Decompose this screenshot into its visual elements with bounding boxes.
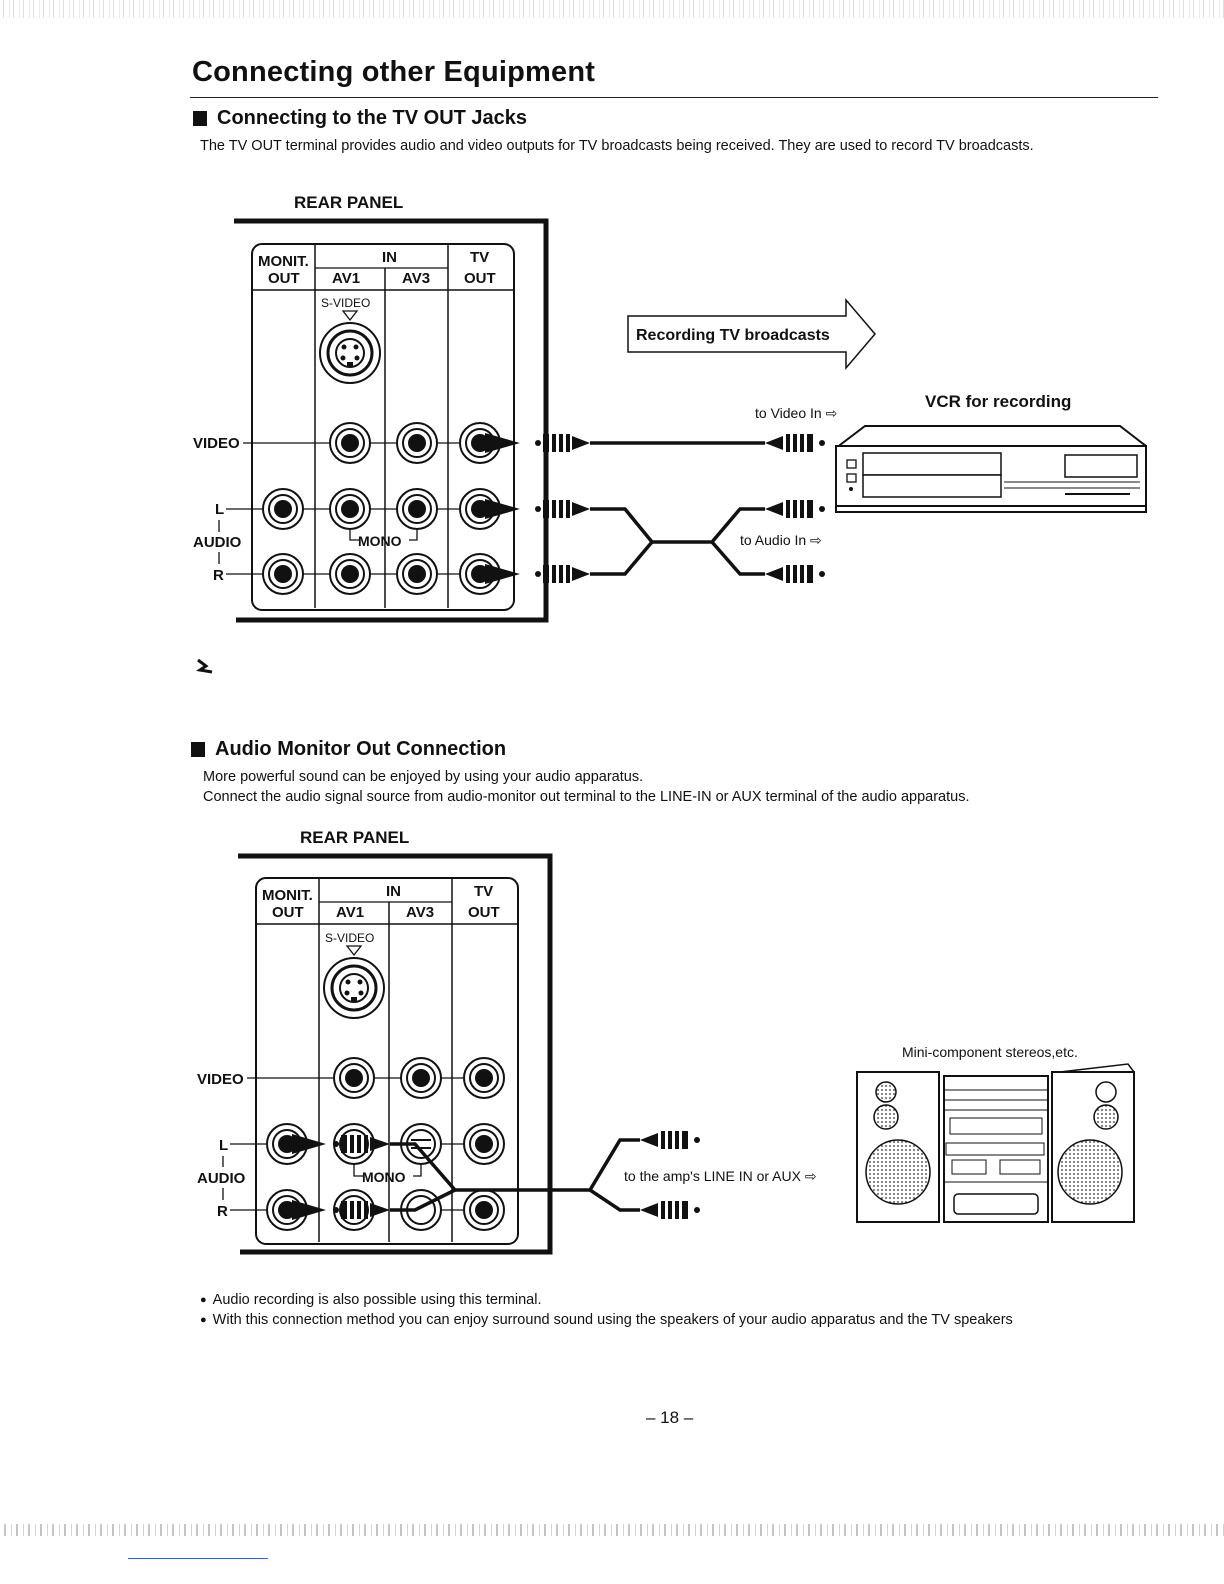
section-audio-description-1: More powerful sound can be enjoyed by us… [203, 769, 644, 785]
audio-cable-l [590, 507, 765, 544]
jack-av1-video-2 [333, 1057, 375, 1099]
row-label-audio: AUDIO [193, 534, 242, 551]
to-audio-in-label: to Audio In ⇨ [740, 532, 822, 548]
tv-out-diagram: REAR PANEL MONIT. OUT IN AV1 AV3 TV OUT … [193, 193, 1147, 674]
header-tv-out-2: OUT [468, 904, 500, 921]
mono-label-2: MONO [362, 1169, 406, 1185]
notes-list: Audio recording is also possible using t… [200, 1290, 1013, 1330]
row-label-video-2: VIDEO [197, 1071, 244, 1088]
header-monit-2: MONIT. [262, 887, 313, 904]
svideo-jack-2 [323, 957, 385, 1019]
bullet-square-icon [193, 111, 207, 126]
recording-arrow [627, 297, 876, 371]
mono-label: MONO [358, 533, 402, 549]
header-monit-out: OUT [268, 270, 300, 287]
row-label-audio-2: AUDIO [197, 1170, 246, 1187]
svideo-jack [319, 322, 381, 384]
audio-monitor-diagram: REAR PANEL MONIT. OUT IN AV1 AV3 TV OUT … [197, 828, 1135, 1255]
header-av3-2: AV3 [406, 904, 434, 921]
tv-out-plugs [485, 433, 590, 584]
section-audio-description-2: Connect the audio signal source from aud… [203, 789, 970, 805]
rear-panel-label: REAR PANEL [294, 193, 403, 212]
monitor-out-plugs [292, 1134, 390, 1220]
rear-panel-label-2: REAR PANEL [300, 828, 409, 847]
header-tv-out: OUT [464, 270, 496, 287]
page-title: Connecting other Equipment [192, 56, 596, 88]
jack-av1-video [329, 422, 371, 464]
row-label-l: L [215, 501, 224, 518]
to-video-in-label: to Video In ⇨ [755, 405, 837, 421]
jack-av3-l [396, 488, 438, 530]
header-tv-2: TV [474, 883, 493, 900]
row-label-l-2: L [219, 1137, 228, 1154]
amp-cable-r [390, 1188, 640, 1212]
jack-tv-out-l-2 [463, 1123, 505, 1165]
section-heading-tv-out: Connecting to the TV OUT Jacks [193, 107, 527, 130]
svideo-label: S-VIDEO [321, 296, 370, 310]
recording-arrow-label: Recording TV broadcasts [636, 327, 830, 344]
note-item: Audio recording is also possible using t… [200, 1290, 1013, 1310]
jack-tv-out-r-2 [463, 1189, 505, 1231]
bullet-square-icon [191, 742, 205, 757]
title-rule [190, 97, 1158, 98]
bottom-underline [128, 1558, 268, 1559]
jack-monit-r [262, 553, 304, 595]
page-number: – 18 – [646, 1408, 694, 1427]
scan-noise-top [0, 0, 1224, 18]
amp-cable-l [390, 1138, 640, 1192]
jack-av3-video [396, 422, 438, 464]
header-av3: AV3 [402, 270, 430, 287]
header-av1-2: AV1 [336, 904, 364, 921]
vcr-side-plugs [765, 434, 825, 583]
svideo-label-2: S-VIDEO [325, 931, 374, 945]
jack-av3-r [396, 553, 438, 595]
header-av1: AV1 [332, 270, 360, 287]
stereo-icon [856, 1063, 1135, 1223]
vcr-label: VCR for recording [925, 392, 1071, 411]
scan-noise-bottom [0, 1524, 1224, 1536]
to-amp-label: to the amp's LINE IN or AUX ⇨ [624, 1168, 817, 1184]
rear-panel-frame-2 [238, 853, 553, 1255]
amp-side-plugs [640, 1131, 700, 1219]
header-monit: MONIT. [258, 253, 309, 270]
header-tv: TV [470, 249, 489, 266]
jack-av1-r [329, 553, 371, 595]
row-label-video: VIDEO [193, 435, 240, 452]
section-tv-out-description: The TV OUT terminal provides audio and v… [200, 138, 1034, 154]
header-monit-out-2: OUT [272, 904, 304, 921]
jack-tv-out-video-2 [463, 1057, 505, 1099]
audio-cable-r [590, 540, 765, 576]
note-item: With this connection method you can enjo… [200, 1310, 1013, 1330]
header-in: IN [382, 249, 397, 266]
scan-mark [196, 658, 213, 674]
header-in-2: IN [386, 883, 401, 900]
jack-av3-video-2 [400, 1057, 442, 1099]
section-heading-audio-monitor: Audio Monitor Out Connection [191, 738, 506, 761]
section-heading-tv-out-text: Connecting to the TV OUT Jacks [217, 107, 528, 129]
rear-panel-frame [234, 218, 549, 623]
row-label-r: R [213, 567, 224, 584]
section-heading-audio-monitor-text: Audio Monitor Out Connection [215, 738, 507, 760]
jack-monit-l [262, 488, 304, 530]
jack-av1-l [329, 488, 371, 530]
row-label-r-2: R [217, 1203, 228, 1220]
vcr-icon [835, 425, 1147, 513]
stereo-label: Mini-component stereos,etc. [902, 1044, 1078, 1060]
